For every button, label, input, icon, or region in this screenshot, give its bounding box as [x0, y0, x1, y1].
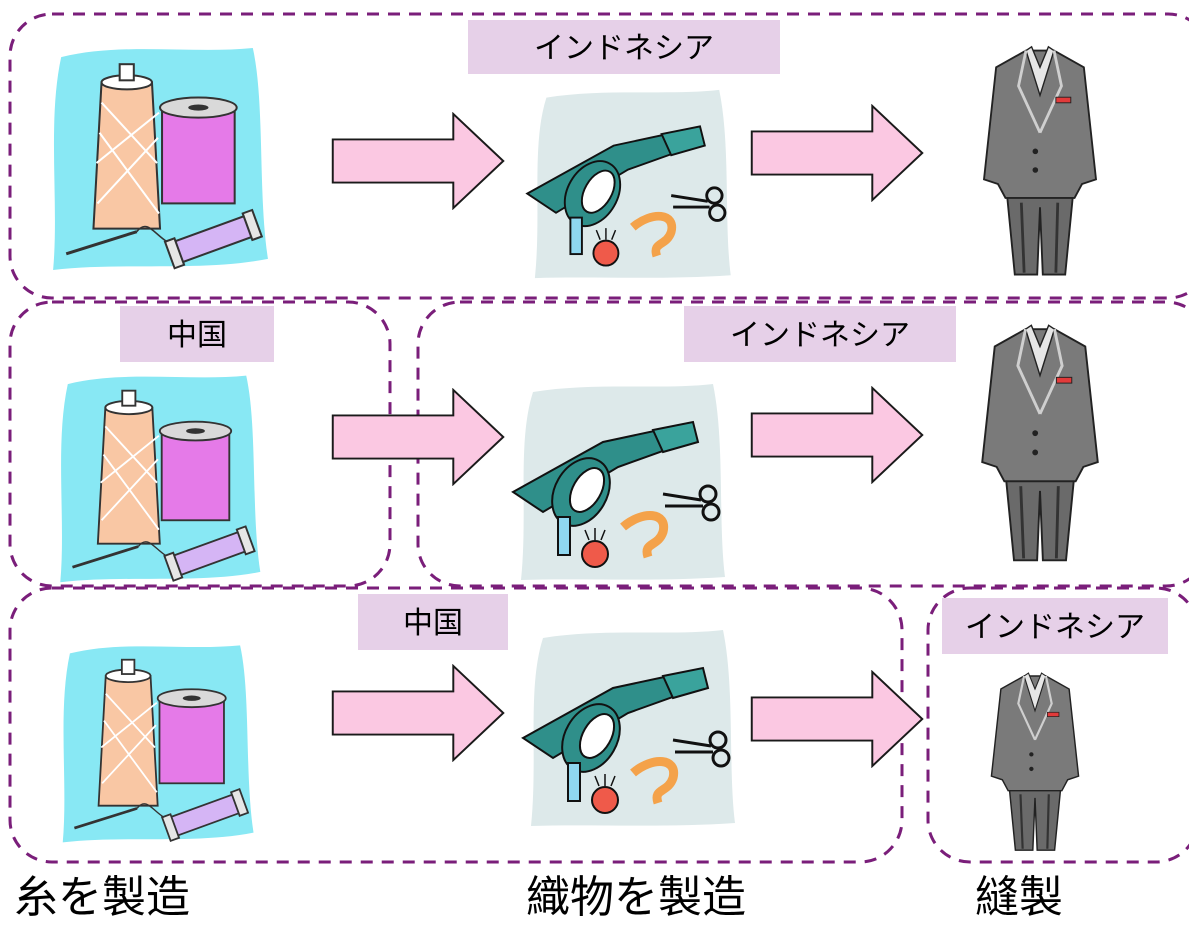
svg-text:インドネシア: インドネシア [965, 610, 1145, 645]
country-group-border [8, 300, 392, 588]
country-group-border [926, 586, 1189, 864]
right-arrow-icon [331, 664, 505, 762]
suit-icon [982, 45, 1098, 277]
fabric-roll-icon [527, 90, 731, 278]
suit-icon [980, 323, 1100, 562]
country-label: 中国 [358, 594, 508, 650]
row-2: 中国 インドネシア [8, 300, 1189, 588]
svg-text:インドネシア: インドネシア [730, 318, 910, 353]
yarn-spools-icon [58, 374, 262, 584]
suit-icon [990, 671, 1080, 852]
right-arrow-icon [750, 670, 924, 768]
right-arrow-icon [750, 386, 924, 484]
country-group-border [416, 300, 1189, 588]
country-label: インドネシア [684, 306, 956, 362]
right-arrow-icon [750, 104, 924, 202]
stage-label-sewing: 縫製 [975, 872, 1063, 923]
fabric-roll-icon [523, 630, 735, 826]
svg-text:中国: 中国 [167, 318, 227, 353]
row-1: インドネシア [8, 12, 1189, 300]
svg-text:中国: 中国 [403, 606, 463, 641]
svg-text:インドネシア: インドネシア [534, 31, 714, 66]
country-label: 中国 [120, 306, 274, 362]
stage-label-fabric: 織物を製造 [526, 872, 746, 923]
country-label: インドネシア [468, 20, 780, 74]
fabric-roll-icon [513, 384, 725, 580]
right-arrow-icon [331, 388, 505, 486]
yarn-spools-icon [51, 46, 270, 272]
row-3: 中国 インドネシア [8, 586, 1189, 864]
country-label: インドネシア [942, 598, 1168, 654]
stage-label-yarn: 糸を製造 [14, 872, 190, 923]
country-group-border [8, 12, 1189, 300]
right-arrow-icon [331, 112, 505, 210]
yarn-spools-icon [61, 643, 256, 844]
